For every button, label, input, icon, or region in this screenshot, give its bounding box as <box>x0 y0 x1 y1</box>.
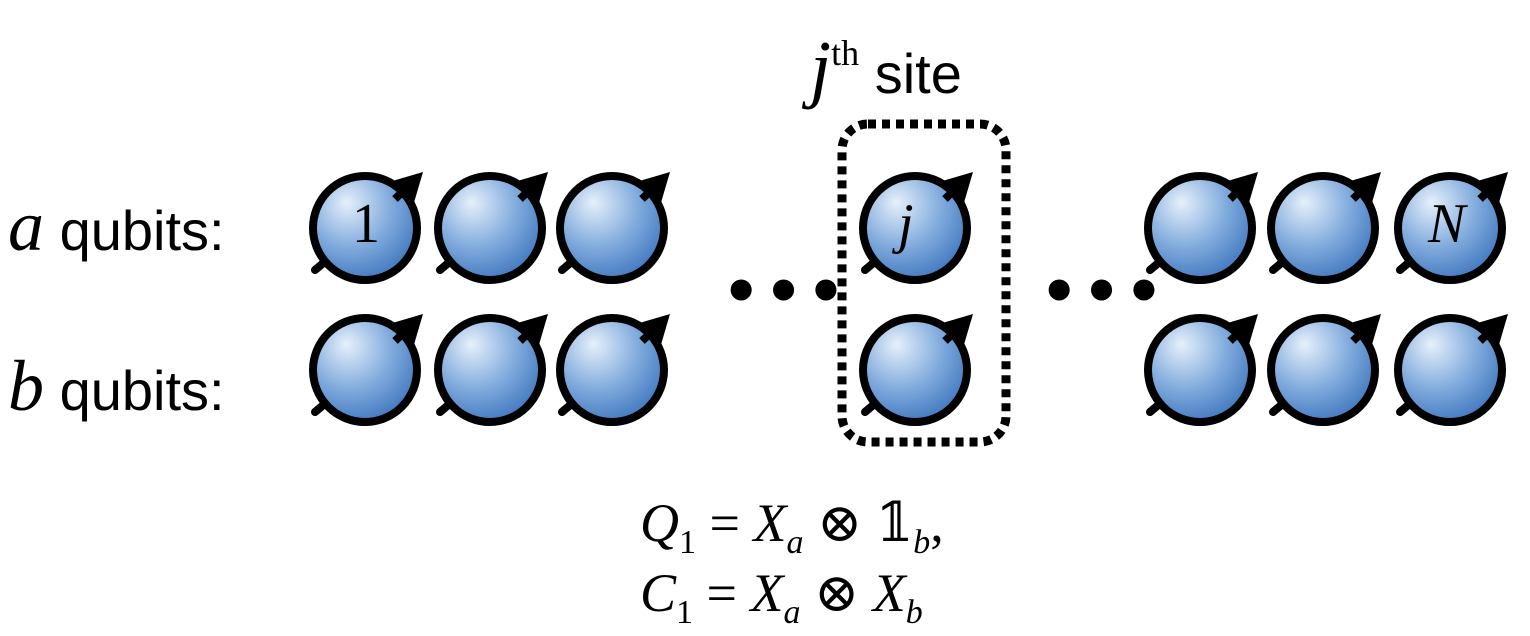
q1-rhs-sub: b <box>913 524 931 561</box>
qubit-sphere <box>1144 172 1256 284</box>
c1-lhs-sub: a <box>783 594 801 631</box>
q1-index: 1 <box>679 524 696 561</box>
c1-rhs: X <box>872 563 906 623</box>
qubit-sphere <box>1144 314 1256 426</box>
spin-arrow-head <box>389 314 423 348</box>
spin-arrow-head <box>1224 314 1258 348</box>
qubit-b-4 <box>859 314 973 426</box>
spin-arrow-head <box>636 172 670 206</box>
qubit-label-first: 1 <box>352 193 380 255</box>
row-b-text: qubits: <box>59 359 225 422</box>
row-a-text: qubits: <box>59 199 225 262</box>
qubit-b-2 <box>434 314 548 426</box>
qubit-b-6 <box>1267 314 1381 426</box>
q1-end: , <box>930 493 944 553</box>
qubit-a-2 <box>434 172 548 284</box>
qubit-sphere <box>434 314 546 426</box>
qubit-a-4 <box>859 172 973 284</box>
q1-otimes: ⊗ <box>816 493 863 553</box>
qubit-b-7 <box>1394 314 1508 426</box>
qubit-sphere <box>1267 314 1379 426</box>
equation-c1: C1 = Xa ⊗ Xb <box>640 563 923 630</box>
row-b-variable: b <box>8 346 44 426</box>
qubit-sphere <box>309 314 421 426</box>
row-a-variable: a <box>8 186 44 266</box>
qubit-label-last: N <box>1428 193 1466 255</box>
qubit-a-5 <box>1144 172 1258 284</box>
spin-arrow-head <box>636 314 670 348</box>
spin-arrow-head <box>939 172 973 206</box>
qubit-b-3 <box>556 314 670 426</box>
equation-q1: Q1 = Xa ⊗ 𝟙b, <box>640 493 944 560</box>
spin-arrow-head <box>1474 314 1508 348</box>
qubit-sphere <box>556 314 668 426</box>
q1-name: Q <box>640 493 679 553</box>
qubit-a-6 <box>1267 172 1381 284</box>
qubit-b-5 <box>1144 314 1258 426</box>
c1-lhs: X <box>750 563 784 623</box>
q1-equals: = <box>709 493 740 553</box>
c1-index: 1 <box>676 594 694 631</box>
spin-arrow-head <box>514 172 548 206</box>
row-label-b: b qubits: <box>8 350 225 422</box>
c1-name: C <box>640 563 677 623</box>
qubit-sphere <box>309 172 421 284</box>
qubit-sphere <box>859 314 971 426</box>
qubit-a-7 <box>1394 172 1508 284</box>
q1-lhs-sub: a <box>786 524 804 561</box>
ellipsis-right: ••• <box>1040 257 1168 327</box>
site-text: site <box>874 42 962 105</box>
spin-arrow-head <box>389 172 423 206</box>
q1-rhs: 𝟙 <box>875 493 914 553</box>
spin-arrow-head <box>1347 172 1381 206</box>
spin-arrow-head <box>1474 172 1508 206</box>
site-label: jth site <box>810 30 962 106</box>
qubit-sphere <box>434 172 546 284</box>
qubit-sphere <box>1394 172 1506 284</box>
row-label-a: a qubits: <box>8 190 225 262</box>
site-superscript: th <box>831 33 860 73</box>
qubit-sphere <box>1267 172 1379 284</box>
qubit-sphere <box>1394 314 1506 426</box>
spin-arrow-head <box>939 314 973 348</box>
qubit-a-1 <box>309 172 423 284</box>
qubit-b-1 <box>309 314 423 426</box>
qubit-sphere <box>556 172 668 284</box>
c1-rhs-sub: b <box>905 594 923 631</box>
spin-arrow-head <box>514 314 548 348</box>
site-variable: j <box>810 26 832 110</box>
qubit-a-3 <box>556 172 670 284</box>
ellipsis-left: ••• <box>722 257 850 327</box>
spin-arrow-head <box>1347 314 1381 348</box>
q1-lhs: X <box>753 493 787 553</box>
qubit-sphere <box>859 172 971 284</box>
site-highlight-box <box>837 119 1011 447</box>
qubit-label-site: j <box>898 193 914 255</box>
c1-equals: = <box>706 563 737 623</box>
c1-otimes: ⊗ <box>814 563 860 623</box>
spin-arrow-head <box>1224 172 1258 206</box>
